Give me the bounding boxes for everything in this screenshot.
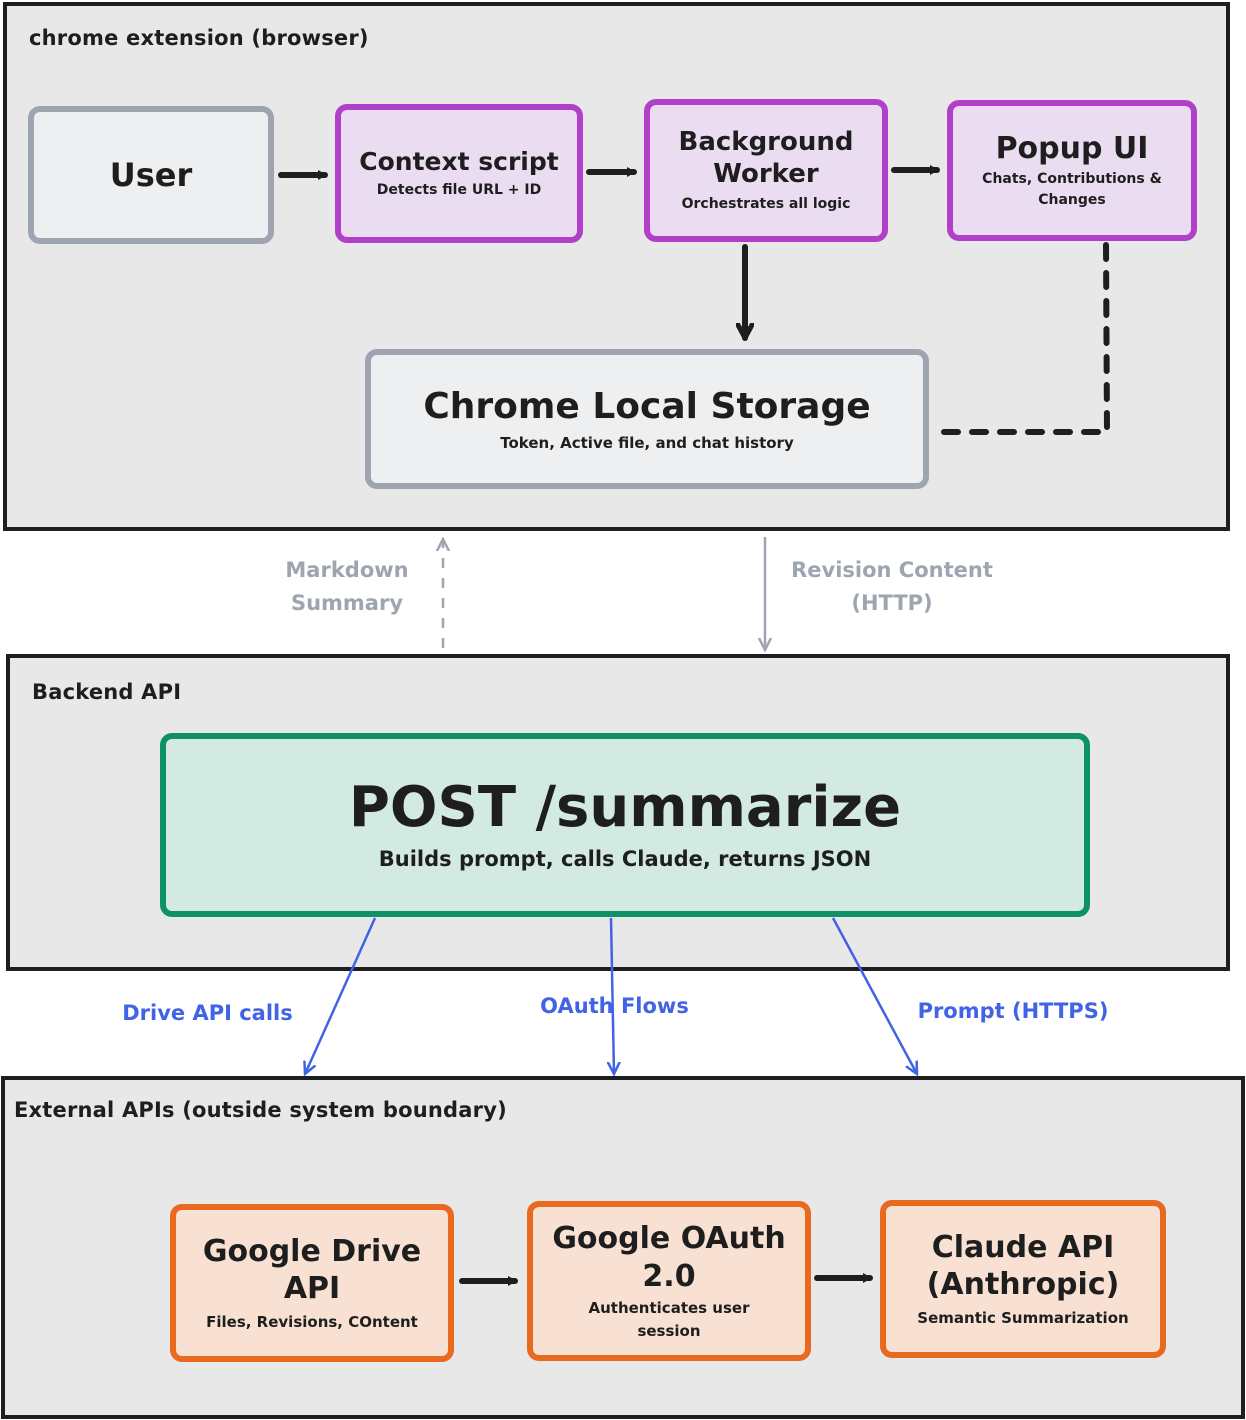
node-chrome-local-storage[interactable]: Chrome Local Storage Token, Active file,…	[365, 349, 929, 489]
node-google-drive-api[interactable]: Google Drive API Files, Revisions, COnte…	[170, 1204, 454, 1362]
zone-title-backend-api: Backend API	[32, 680, 182, 704]
node-context-script-subtitle: Detects file URL + ID	[376, 181, 542, 198]
zone-title-external-apis: External APIs (outside system boundary)	[14, 1098, 507, 1122]
node-drive-api-subtitle: Files, Revisions, COntent	[206, 1312, 418, 1331]
node-post-summarize[interactable]: POST /summarize Builds prompt, calls Cla…	[160, 733, 1090, 917]
edge-label-revision-content: Revision Content (HTTP)	[791, 558, 993, 615]
edge-label-drive-api-calls: Drive API calls	[122, 1001, 293, 1025]
node-oauth-subtitle: Authenticates user session	[588, 1299, 750, 1340]
node-drive-api-title: Google Drive API	[202, 1233, 422, 1307]
node-background-worker[interactable]: Background Worker Orchestrates all logic	[644, 99, 888, 242]
node-background-worker-subtitle: Orchestrates all logic	[681, 195, 851, 212]
node-claude-api[interactable]: Claude API (Anthropic) Semantic Summariz…	[880, 1200, 1166, 1358]
node-context-script-title: Context script	[359, 146, 559, 176]
node-summarize-subtitle: Builds prompt, calls Claude, returns JSO…	[378, 846, 872, 871]
node-local-storage-subtitle: Token, Active file, and chat history	[500, 433, 794, 452]
edge-label-oauth-flows: OAuth Flows	[540, 994, 689, 1018]
node-claude-api-subtitle: Semantic Summarization	[917, 1308, 1129, 1327]
node-google-oauth[interactable]: Google OAuth 2.0 Authenticates user sess…	[527, 1201, 811, 1361]
node-claude-api-title: Claude API (Anthropic)	[926, 1229, 1120, 1303]
node-user-title: User	[109, 156, 193, 194]
node-popup-ui-subtitle: Chats, Contributions & Changes	[982, 171, 1162, 209]
node-background-worker-title: Background Worker	[678, 126, 854, 190]
node-popup-ui-title: Popup UI	[995, 130, 1149, 166]
edge-label-prompt-https: Prompt (HTTPS)	[917, 999, 1109, 1023]
node-local-storage-title: Chrome Local Storage	[423, 385, 871, 427]
node-context-script[interactable]: Context script Detects file URL + ID	[335, 104, 583, 243]
edge-label-markdown-summary: Markdown Summary	[285, 558, 409, 615]
node-user[interactable]: User	[28, 106, 274, 244]
node-oauth-title: Google OAuth 2.0	[552, 1221, 786, 1294]
node-popup-ui[interactable]: Popup UI Chats, Contributions & Changes	[947, 100, 1197, 241]
node-summarize-title: POST /summarize	[348, 774, 902, 840]
zone-title-chrome-extension: chrome extension (browser)	[29, 26, 369, 50]
